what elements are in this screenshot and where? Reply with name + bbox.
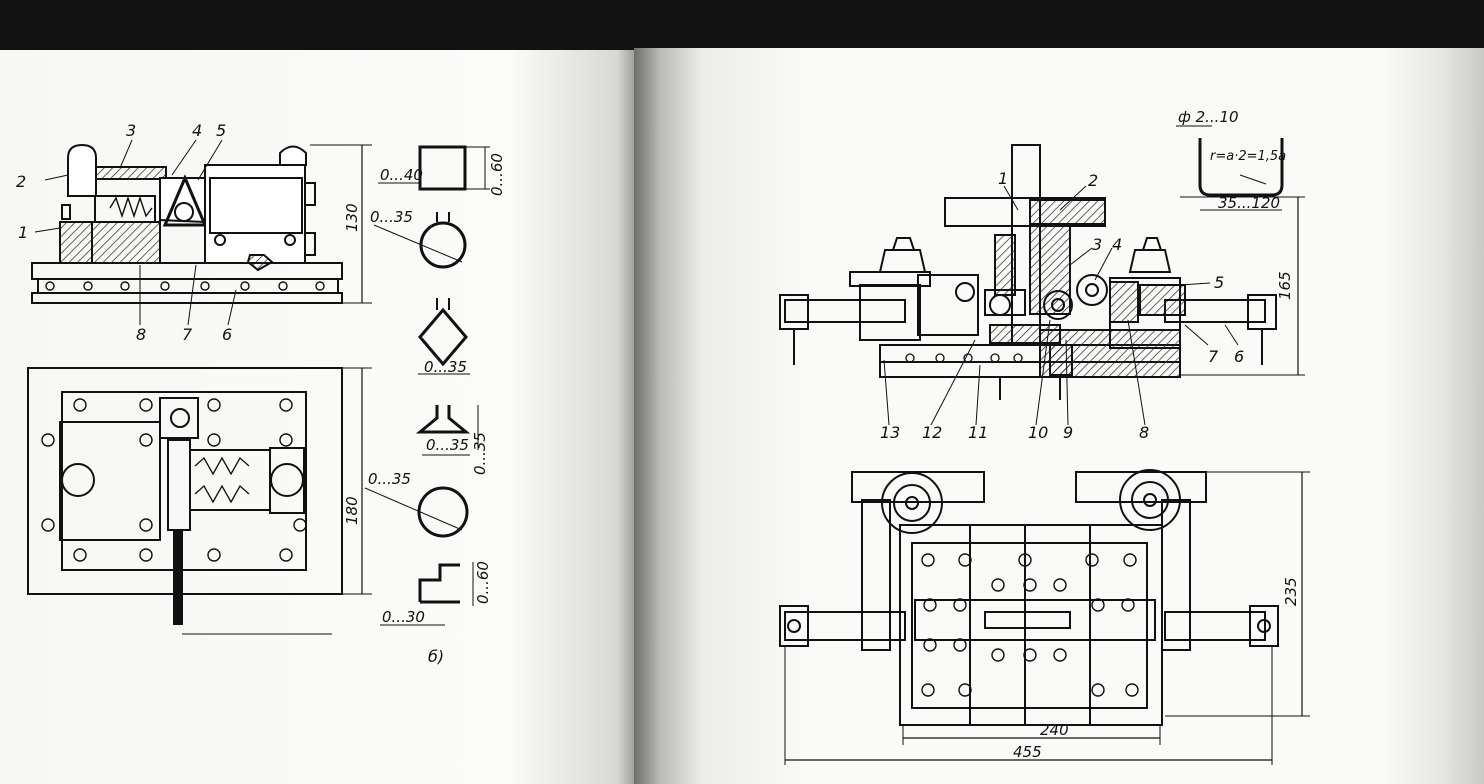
left-section-view — [31, 139, 372, 326]
dim-round-diameter: 0...35 — [368, 470, 411, 488]
right-front-view — [779, 144, 1305, 426]
label-5: 5 — [216, 121, 226, 140]
dim-split-diameter: 0...35 — [370, 208, 413, 226]
dim-angle-width: 0...30 — [382, 608, 425, 626]
dim-funnel-height: 0...35 — [471, 432, 489, 475]
wire-diameter: ф 2...10 — [1178, 108, 1239, 126]
label-r10: 10 — [1028, 423, 1048, 442]
dim-130: 130 — [343, 203, 361, 232]
dim-235: 235 — [1282, 577, 1300, 606]
wire-width: 35...120 — [1218, 194, 1280, 212]
label-6: 6 — [222, 325, 232, 344]
label-r8: 8 — [1139, 423, 1149, 442]
profiles-column — [364, 145, 490, 626]
dim-diamond-width: 0...35 — [424, 358, 467, 376]
left-section-labels: 3 4 5 2 1 8 7 6 130 — [16, 121, 361, 344]
dim-funnel-width: 0...35 — [426, 436, 469, 454]
label-r12: 12 — [922, 423, 942, 442]
label-r4: 4 — [1112, 235, 1122, 254]
label-r9: 9 — [1063, 423, 1073, 442]
wire-radius: r=a·2=1,5a — [1210, 149, 1286, 164]
dim-180: 180 — [343, 496, 361, 525]
right-plan-view — [779, 469, 1310, 765]
dim-455: 455 — [1013, 743, 1042, 761]
dim-square-width: 0...40 — [380, 166, 423, 184]
label-r6: 6 — [1234, 347, 1244, 366]
label-7: 7 — [182, 325, 193, 344]
label-1: 1 — [18, 223, 28, 242]
label-r2: 2 — [1088, 171, 1098, 190]
wire-sketch-labels: ф 2...10 r=a·2=1,5a 35...120 — [1178, 108, 1286, 212]
left-plan-view — [27, 367, 372, 635]
dim-square-height: 0...60 — [488, 153, 506, 196]
label-r3: 3 — [1092, 235, 1102, 254]
label-2: 2 — [16, 172, 26, 191]
figure-caption: б) — [428, 647, 444, 666]
right-plan-labels: 235 240 455 — [1013, 577, 1300, 761]
dim-240: 240 — [1040, 721, 1069, 739]
label-r11: 11 — [968, 423, 988, 442]
profiles-labels: 0...40 0...60 0...35 0...35 0...35 0...3… — [368, 153, 506, 666]
dim-angle-height: 0...60 — [474, 561, 492, 604]
label-r7: 7 — [1208, 347, 1219, 366]
label-3: 3 — [126, 121, 136, 140]
right-front-labels: 1 2 3 4 5 7 6 13 12 11 10 9 8 165 — [880, 169, 1294, 442]
label-r1: 1 — [998, 169, 1008, 188]
label-4: 4 — [192, 121, 202, 140]
label-8: 8 — [136, 325, 146, 344]
wire-sketch — [1176, 125, 1284, 211]
label-r5: 5 — [1214, 273, 1224, 292]
dim-165: 165 — [1276, 271, 1294, 300]
label-r13: 13 — [880, 423, 900, 442]
